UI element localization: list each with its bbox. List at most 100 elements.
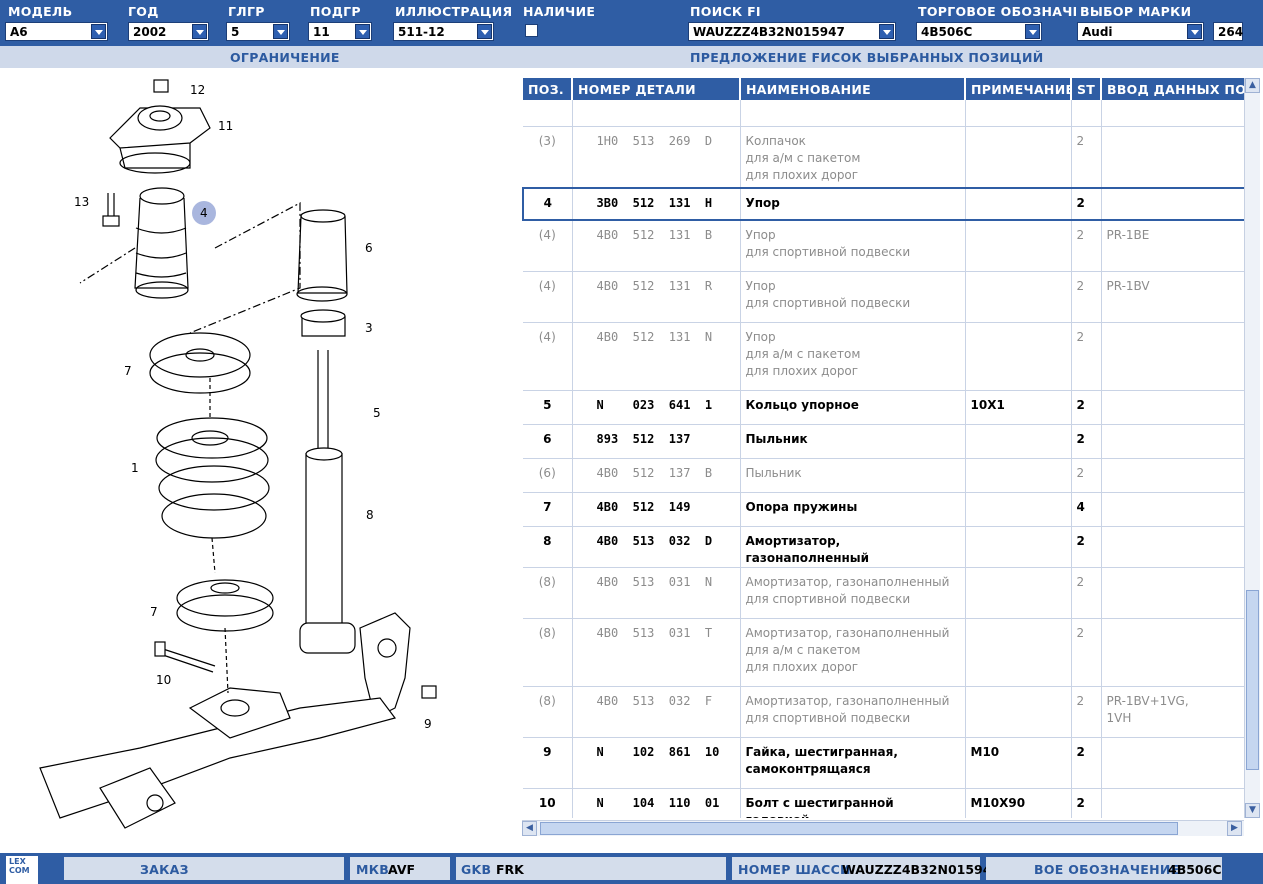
cell-input[interactable] — [1101, 187, 1244, 221]
callout-label[interactable]: 10 — [156, 673, 171, 687]
callout-label[interactable]: 8 — [366, 508, 374, 522]
callout-label[interactable]: 6 — [365, 241, 373, 255]
callout-label[interactable]: 1 — [131, 461, 139, 475]
cell-pos: (4) — [523, 220, 573, 272]
illustration-value: 511-12 — [398, 25, 445, 39]
cell-st: 2 — [1071, 390, 1102, 425]
gkb-value: FRK — [496, 862, 524, 877]
callout-label[interactable]: 12 — [190, 83, 205, 97]
chevron-down-icon[interactable] — [879, 24, 894, 39]
cell-input[interactable]: PR-1BE — [1101, 220, 1244, 272]
brand-select[interactable]: Audi — [1077, 22, 1204, 41]
model-value: A6 — [10, 25, 28, 39]
cell-number — [572, 100, 741, 127]
cell-input[interactable] — [1101, 788, 1244, 818]
callout-label[interactable]: 4 — [200, 206, 208, 220]
illustration-select[interactable]: 511-12 — [393, 22, 494, 41]
callout-label[interactable]: 3 — [365, 321, 373, 335]
podgr-value: 11 — [313, 25, 330, 39]
col-note[interactable]: ПРИМЕЧАНИЕ — [965, 78, 1072, 100]
col-name[interactable]: НАИМЕНОВАНИЕ — [740, 78, 966, 100]
cell-input[interactable] — [1101, 618, 1244, 687]
order-segment[interactable]: ЗАКАЗ — [64, 857, 344, 880]
chevron-down-icon[interactable] — [477, 24, 492, 39]
cell-input[interactable] — [1101, 126, 1244, 189]
cell-input[interactable] — [1101, 737, 1244, 789]
scroll-up-icon[interactable]: ▲ — [1245, 78, 1260, 93]
cell-number: 4B0 512 131 B — [572, 220, 741, 272]
scroll-left-icon[interactable]: ◀ — [522, 821, 537, 836]
cell-name: Амортизатор, газонаполненный — [740, 526, 966, 568]
chevron-down-icon[interactable] — [1187, 24, 1202, 39]
callout-label[interactable]: 9 — [424, 717, 432, 731]
trade-select[interactable]: 4B506C — [916, 22, 1042, 41]
cell-input[interactable] — [1101, 390, 1244, 425]
year-select[interactable]: 2002 — [128, 22, 209, 41]
chevron-down-icon[interactable] — [355, 24, 370, 39]
chevron-down-icon[interactable] — [91, 24, 106, 39]
model-select[interactable]: A6 — [5, 22, 108, 41]
suggestion-title[interactable]: ПРЕДЛОЖЕНИЕ FИСОК ВЫБРАННЫХ ПОЗИЦИЙ — [690, 50, 1044, 65]
vertical-scrollbar[interactable]: ▲ ▼ — [1244, 78, 1260, 818]
cell-input[interactable]: PR-1BV — [1101, 271, 1244, 323]
chevron-down-icon[interactable] — [192, 24, 207, 39]
restriction-title[interactable]: ОГРАНИЧЕНИЕ — [230, 50, 340, 65]
cell-note — [965, 458, 1072, 493]
chevron-down-icon[interactable] — [1025, 24, 1040, 39]
callout-label[interactable]: 13 — [74, 195, 89, 209]
extra-field[interactable]: 264 — [1213, 22, 1243, 41]
horizontal-scrollbar[interactable]: ◀ ▶ — [522, 820, 1244, 836]
callout-highlight[interactable] — [192, 201, 216, 225]
horizontal-scroll-thumb[interactable] — [540, 822, 1178, 835]
cell-note — [965, 271, 1072, 323]
table-row[interactable] — [523, 100, 1244, 127]
cell-pos: 10 — [523, 788, 573, 818]
availability-checkbox[interactable] — [525, 24, 538, 37]
col-input[interactable]: ВВОД ДАННЫХ ПО МОДЕЛИ — [1101, 78, 1244, 100]
col-st[interactable]: ST — [1071, 78, 1102, 100]
scroll-right-icon[interactable]: ▶ — [1227, 821, 1242, 836]
cell-input[interactable]: PR-1BV+1VG, 1VH — [1101, 686, 1244, 738]
cell-input[interactable] — [1101, 100, 1244, 127]
cell-input[interactable] — [1101, 458, 1244, 493]
callout-label[interactable]: 11 — [218, 119, 233, 133]
cell-st: 2 — [1071, 322, 1102, 391]
cell-name: Упор для а/м с пакетом для плохих дорог — [740, 322, 966, 391]
cell-number: N 104 110 01 — [572, 788, 741, 818]
search-fi-select[interactable]: WAUZZZ4B32N015947 — [688, 22, 896, 41]
callout-label[interactable]: 5 — [373, 406, 381, 420]
glgr-select[interactable]: 5 — [226, 22, 290, 41]
cell-input[interactable] — [1101, 424, 1244, 459]
brand-value: Audi — [1082, 25, 1113, 39]
callout-label[interactable]: 7 — [124, 364, 132, 378]
cell-input[interactable] — [1101, 492, 1244, 527]
podgr-select[interactable]: 11 — [308, 22, 372, 41]
col-pos[interactable]: ПОЗ. — [523, 78, 573, 100]
cell-input[interactable] — [1101, 567, 1244, 619]
cell-pos: 7 — [523, 492, 573, 527]
cell-input[interactable] — [1101, 322, 1244, 391]
col-number[interactable]: НОМЕР ДЕТАЛИ — [572, 78, 741, 100]
order-label[interactable]: ЗАКАЗ — [140, 862, 189, 877]
scroll-down-icon[interactable]: ▼ — [1245, 803, 1260, 818]
callout-label[interactable]: 7 — [150, 605, 158, 619]
cell-input[interactable] — [1101, 526, 1244, 568]
vertical-scroll-thumb[interactable] — [1246, 590, 1259, 770]
chevron-down-icon[interactable] — [273, 24, 288, 39]
suspension-illustration: 12 11 13 4 6 3 7 5 1 8 7 10 9 — [39, 79, 437, 829]
